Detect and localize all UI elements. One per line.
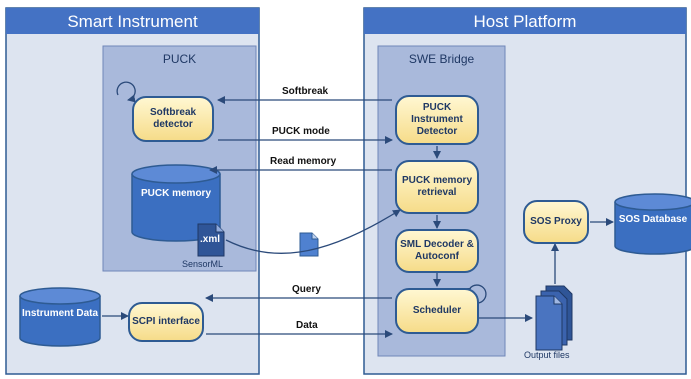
scheduler-label: Scheduler bbox=[412, 305, 462, 316]
sos-proxy-label: SOS Proxy bbox=[530, 216, 582, 227]
sensorml-file-icon bbox=[197, 223, 225, 257]
scpi-interface-label: SCPI interface bbox=[132, 316, 200, 327]
instrument-detector-label: PUCK Instrument Detector bbox=[411, 102, 463, 137]
puck-mode-arrow-label: PUCK mode bbox=[272, 126, 330, 137]
transferred-file-icon bbox=[299, 232, 319, 257]
softbreak-detector-node: Softbreak detector bbox=[132, 96, 214, 142]
smart-instrument-title: Smart Instrument bbox=[67, 12, 198, 31]
host-platform-title: Host Platform bbox=[473, 12, 577, 31]
read-memory-arrow-label: Read memory bbox=[270, 156, 337, 167]
sos-database-cylinder bbox=[614, 193, 691, 255]
swe-bridge-title: SWE Bridge bbox=[408, 52, 475, 66]
sensorml-label: SensorML bbox=[182, 259, 224, 269]
scpi-interface-node: SCPI interface bbox=[128, 302, 204, 342]
scheduler-node: Scheduler bbox=[395, 288, 479, 334]
output-files-label: Output files bbox=[524, 350, 570, 360]
smart-instrument-title-bar bbox=[6, 8, 259, 34]
decoder-node: SML Decoder & Autoconf bbox=[395, 229, 479, 273]
host-platform-title-bar bbox=[364, 8, 686, 34]
data-arrow-label: Data bbox=[296, 320, 318, 331]
sos-proxy-node: SOS Proxy bbox=[523, 200, 589, 244]
file-extension-label: .xml bbox=[200, 234, 221, 245]
instrument-data-cylinder bbox=[19, 287, 101, 347]
output-files-icon bbox=[535, 285, 573, 351]
memory-retrieval-node: PUCK memory retrieval bbox=[395, 160, 479, 214]
query-arrow-label: Query bbox=[292, 284, 321, 295]
sos-database-label: SOS Database bbox=[618, 214, 688, 225]
memory-transfer-arrow bbox=[225, 209, 401, 254]
instrument-data-label: Instrument Data bbox=[21, 308, 99, 319]
softbreak-self-loop bbox=[116, 81, 136, 103]
memory-retrieval-label: PUCK memory retrieval bbox=[401, 175, 473, 198]
softbreak-detector-label: Softbreak detector bbox=[149, 107, 197, 130]
puck-memory-label: PUCK memory bbox=[140, 188, 212, 199]
decoder-label: SML Decoder & Autoconf bbox=[400, 239, 474, 262]
instrument-detector-node: PUCK Instrument Detector bbox=[395, 95, 479, 145]
puck-title: PUCK bbox=[162, 52, 197, 66]
softbreak-arrow-label: Softbreak bbox=[282, 86, 329, 97]
